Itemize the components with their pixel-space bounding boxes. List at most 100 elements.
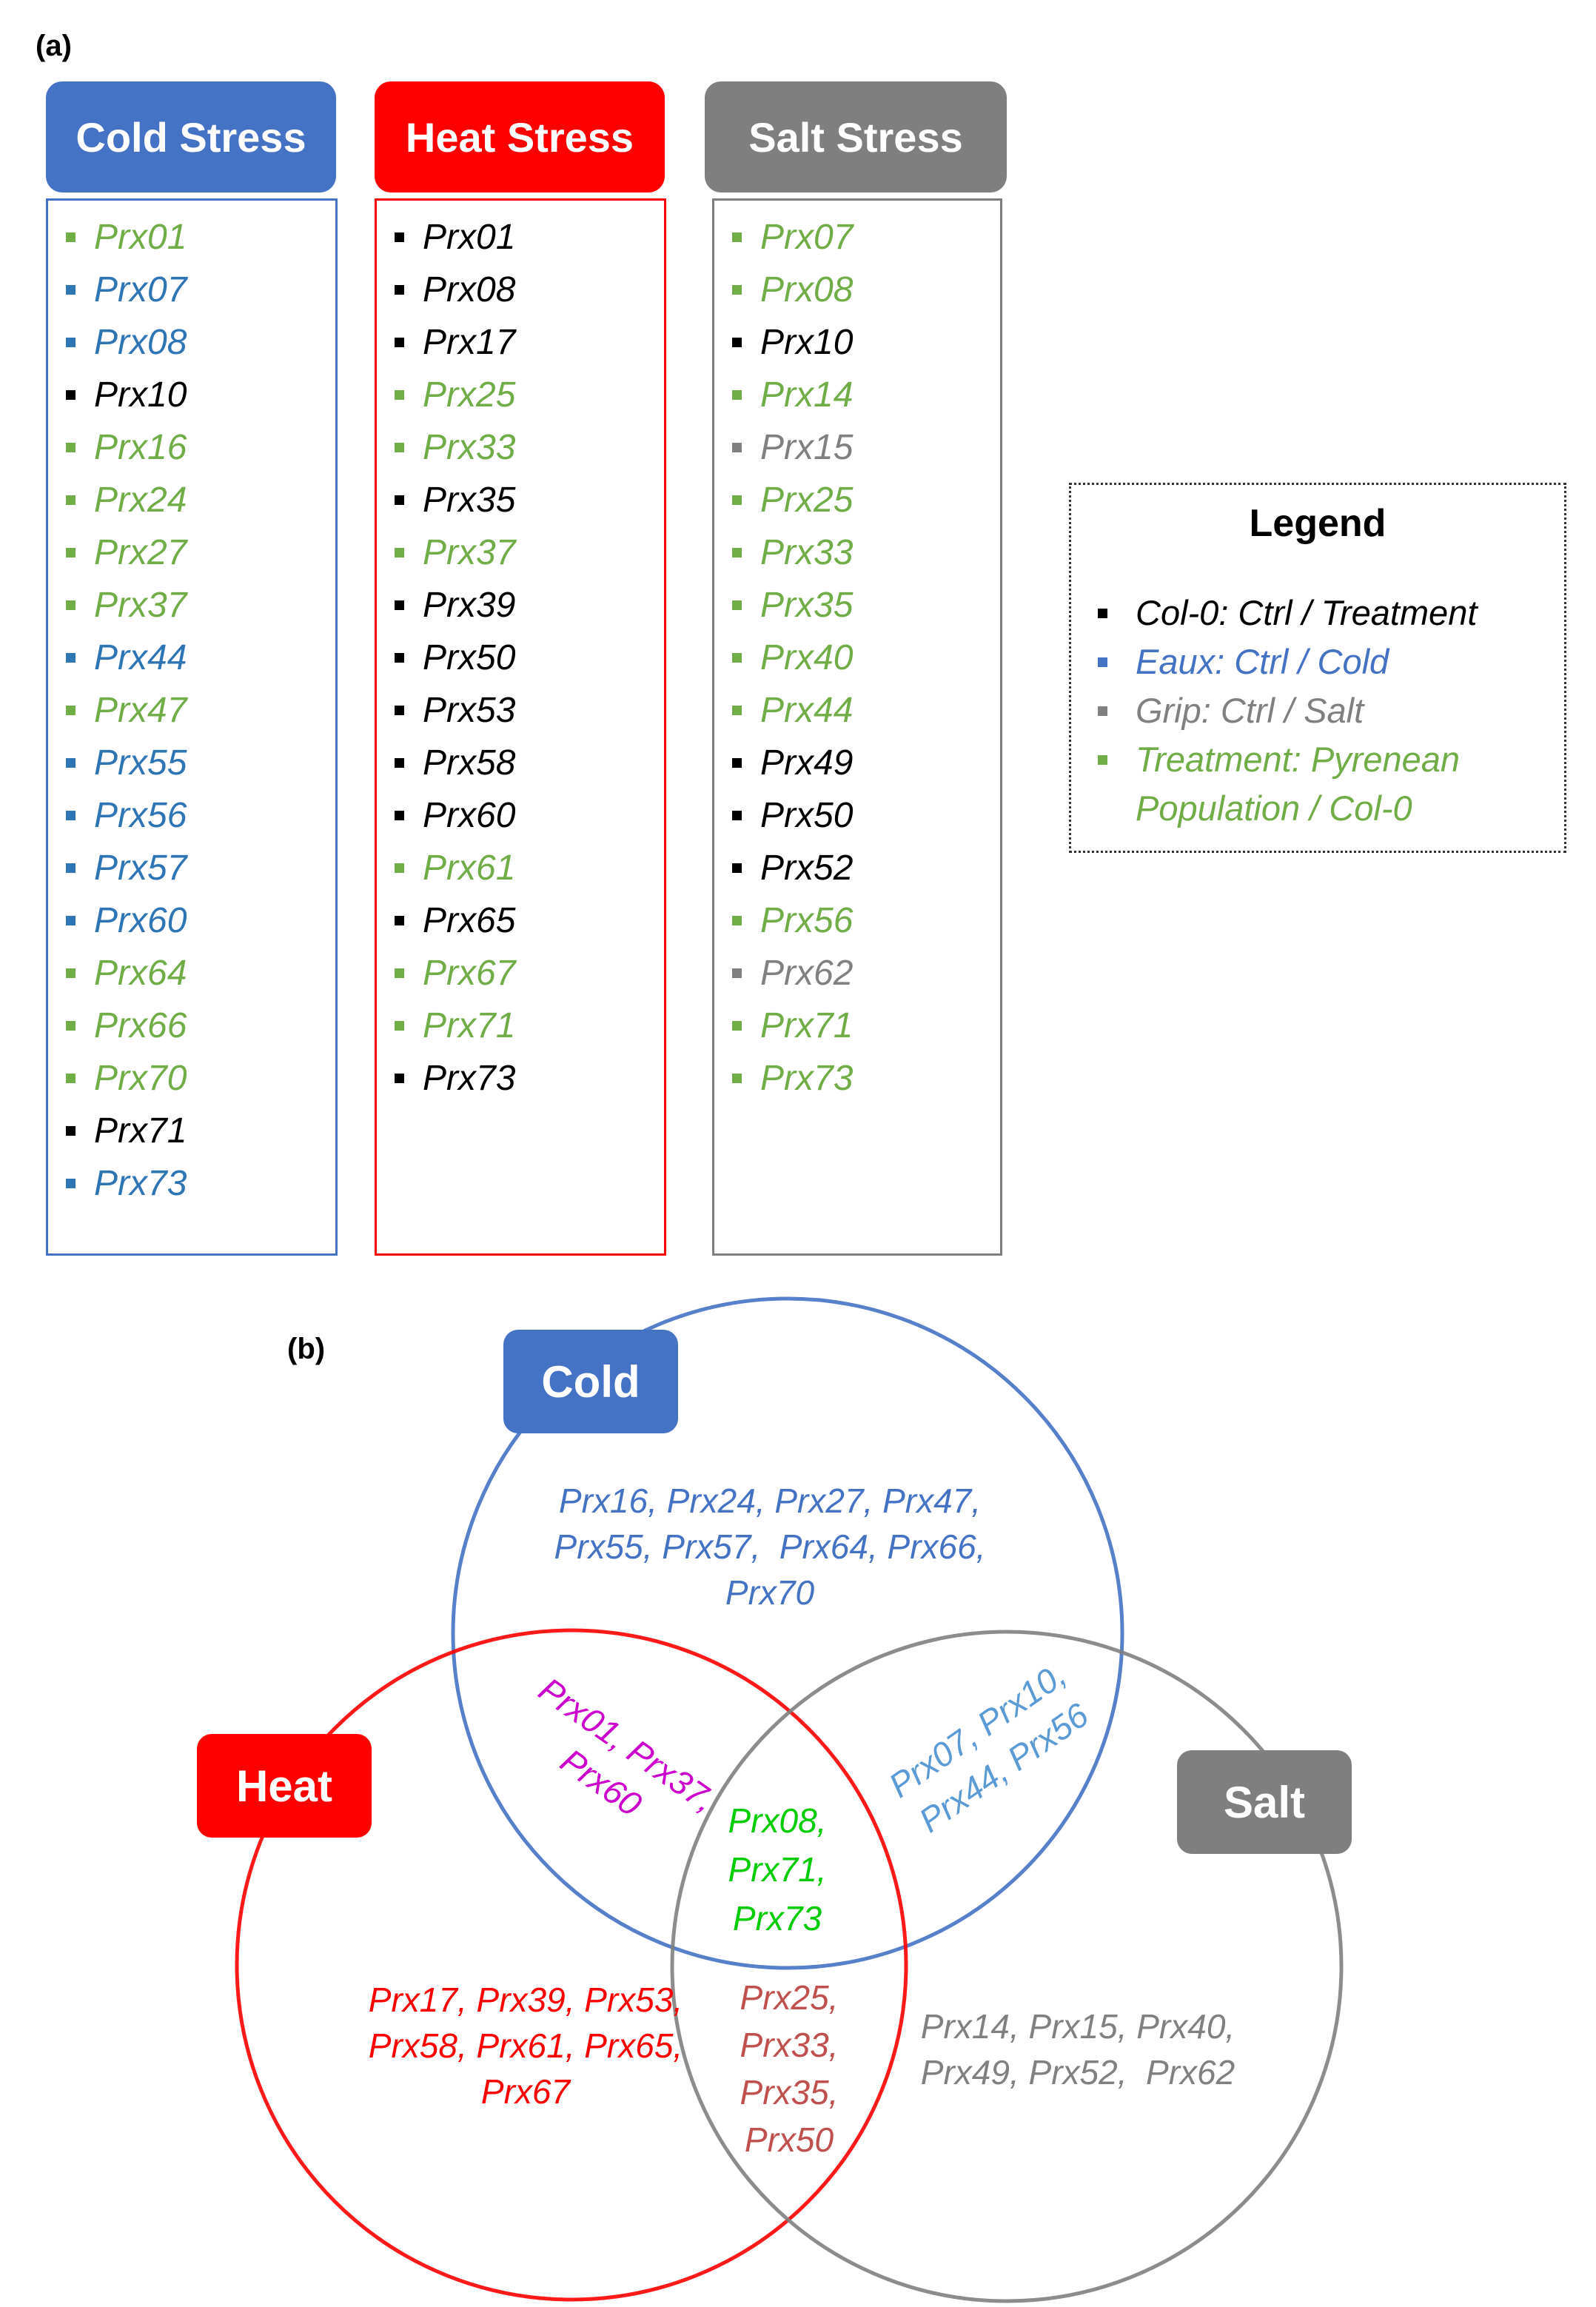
gene-name: Prx65 [423,901,516,940]
gene-name: Prx17 [423,323,516,362]
bullet-square-icon [66,916,76,925]
gene-list-item: Prx66 [66,1000,187,1052]
gene-name: Prx01 [94,218,187,257]
gene-name: Prx37 [423,533,516,572]
legend-item-label: Grip: Ctrl / Salt [1136,691,1364,730]
gene-list-item: Prx27 [66,526,187,579]
cold-set-label-text: Cold [541,1356,640,1407]
legend-item: Grip: Ctrl / Salt [1098,686,1520,735]
gene-list-item: Prx39 [395,579,515,632]
cold-circle [451,1296,1124,1970]
gene-list-item: Prx25 [395,369,515,421]
bullet-square-icon [66,1126,76,1136]
bullet-square-icon [732,600,742,610]
legend-square-icon [1098,706,1107,716]
gene-list-item: Prx17 [395,316,515,369]
gene-list-item: Prx55 [66,737,187,789]
venn-region-cold-only: Prx16, Prx24, Prx27, Prx47, Prx55, Prx57… [554,1481,986,1612]
gene-name: Prx73 [760,1059,854,1098]
gene-list-item: Prx24 [66,474,187,526]
bullet-square-icon [66,1074,76,1083]
bullet-square-icon [395,443,404,452]
gene-name: Prx50 [760,796,854,835]
venn-region-all-three: Prx08, Prx71, Prx73 [728,1801,827,1938]
gene-name: Prx40 [760,638,854,677]
gene-name: Prx53 [423,691,516,730]
gene-list-item: Prx16 [66,421,187,474]
gene-name: Prx10 [94,375,187,415]
bullet-square-icon [732,443,742,452]
gene-name: Prx15 [760,428,854,467]
gene-list-item: Prx01 [66,211,187,264]
bullet-square-icon [66,811,76,820]
gene-list-item: Prx37 [395,526,515,579]
gene-name: Prx55 [94,743,187,783]
gene-name: Prx33 [760,533,854,572]
gene-name: Prx73 [423,1059,516,1098]
gene-list-item: Prx49 [732,737,853,789]
panel-b-label: (b) [287,1333,326,1365]
legend-title: Legend [1249,502,1387,545]
heat-set-label-text: Heat [235,1761,333,1811]
gene-list-item: Prx61 [395,842,515,894]
bullet-square-icon [395,968,404,978]
gene-name: Prx14 [760,375,854,415]
bullet-square-icon [66,1179,76,1188]
gene-name: Prx35 [423,481,516,520]
gene-list-item: Prx56 [732,894,853,947]
gene-name: Prx10 [760,323,854,362]
bullet-square-icon [395,232,404,242]
bullet-square-icon [66,443,76,452]
bullet-square-icon [395,863,404,873]
gene-list-item: Prx40 [732,632,853,684]
bullet-square-icon [732,548,742,558]
bullet-square-icon [395,390,404,400]
salt-set-label: Salt [1177,1750,1352,1854]
bullet-square-icon [66,285,76,295]
gene-name: Prx64 [94,954,187,993]
gene-name: Prx07 [760,218,854,257]
gene-list-item: Prx60 [395,789,515,842]
gene-list-item: Prx53 [395,684,515,737]
bullet-square-icon [732,338,742,347]
heat-stress-title: Heat Stress [405,113,634,161]
cold-set-label: Cold [503,1330,678,1433]
gene-list-item: Prx71 [395,1000,515,1052]
gene-list-item: Prx73 [732,1052,853,1105]
gene-list-item: Prx07 [66,264,187,316]
gene-name: Prx71 [760,1006,854,1045]
gene-name: Prx66 [94,1006,187,1045]
gene-name: Prx56 [760,901,854,940]
bullet-square-icon [395,548,404,558]
bullet-square-icon [732,1021,742,1031]
gene-list-item: Prx73 [395,1052,515,1105]
gene-name: Prx25 [423,375,516,415]
bullet-square-icon [732,811,742,820]
gene-list-item: Prx10 [732,316,853,369]
heat-circle [235,1628,908,2302]
gene-list-item: Prx35 [395,474,515,526]
gene-list-item: Prx14 [732,369,853,421]
gene-name: Prx62 [760,954,854,993]
bullet-square-icon [66,1021,76,1031]
gene-list-item: Prx33 [732,526,853,579]
salt-stress-header: Salt Stress [705,81,1007,192]
gene-list-item: Prx15 [732,421,853,474]
gene-name: Prx71 [94,1111,187,1151]
bullet-square-icon [66,863,76,873]
gene-name: Prx37 [94,586,187,625]
bullet-square-icon [66,495,76,505]
legend-item: Eaux: Ctrl / Cold [1098,637,1520,686]
bullet-square-icon [395,338,404,347]
bullet-square-icon [395,653,404,663]
bullet-square-icon [732,706,742,715]
salt-stress-title: Salt Stress [748,113,963,161]
gene-name: Prx35 [760,586,854,625]
gene-name: Prx47 [94,691,187,730]
gene-list-item: Prx64 [66,947,187,1000]
heat-set-label: Heat [197,1734,372,1838]
